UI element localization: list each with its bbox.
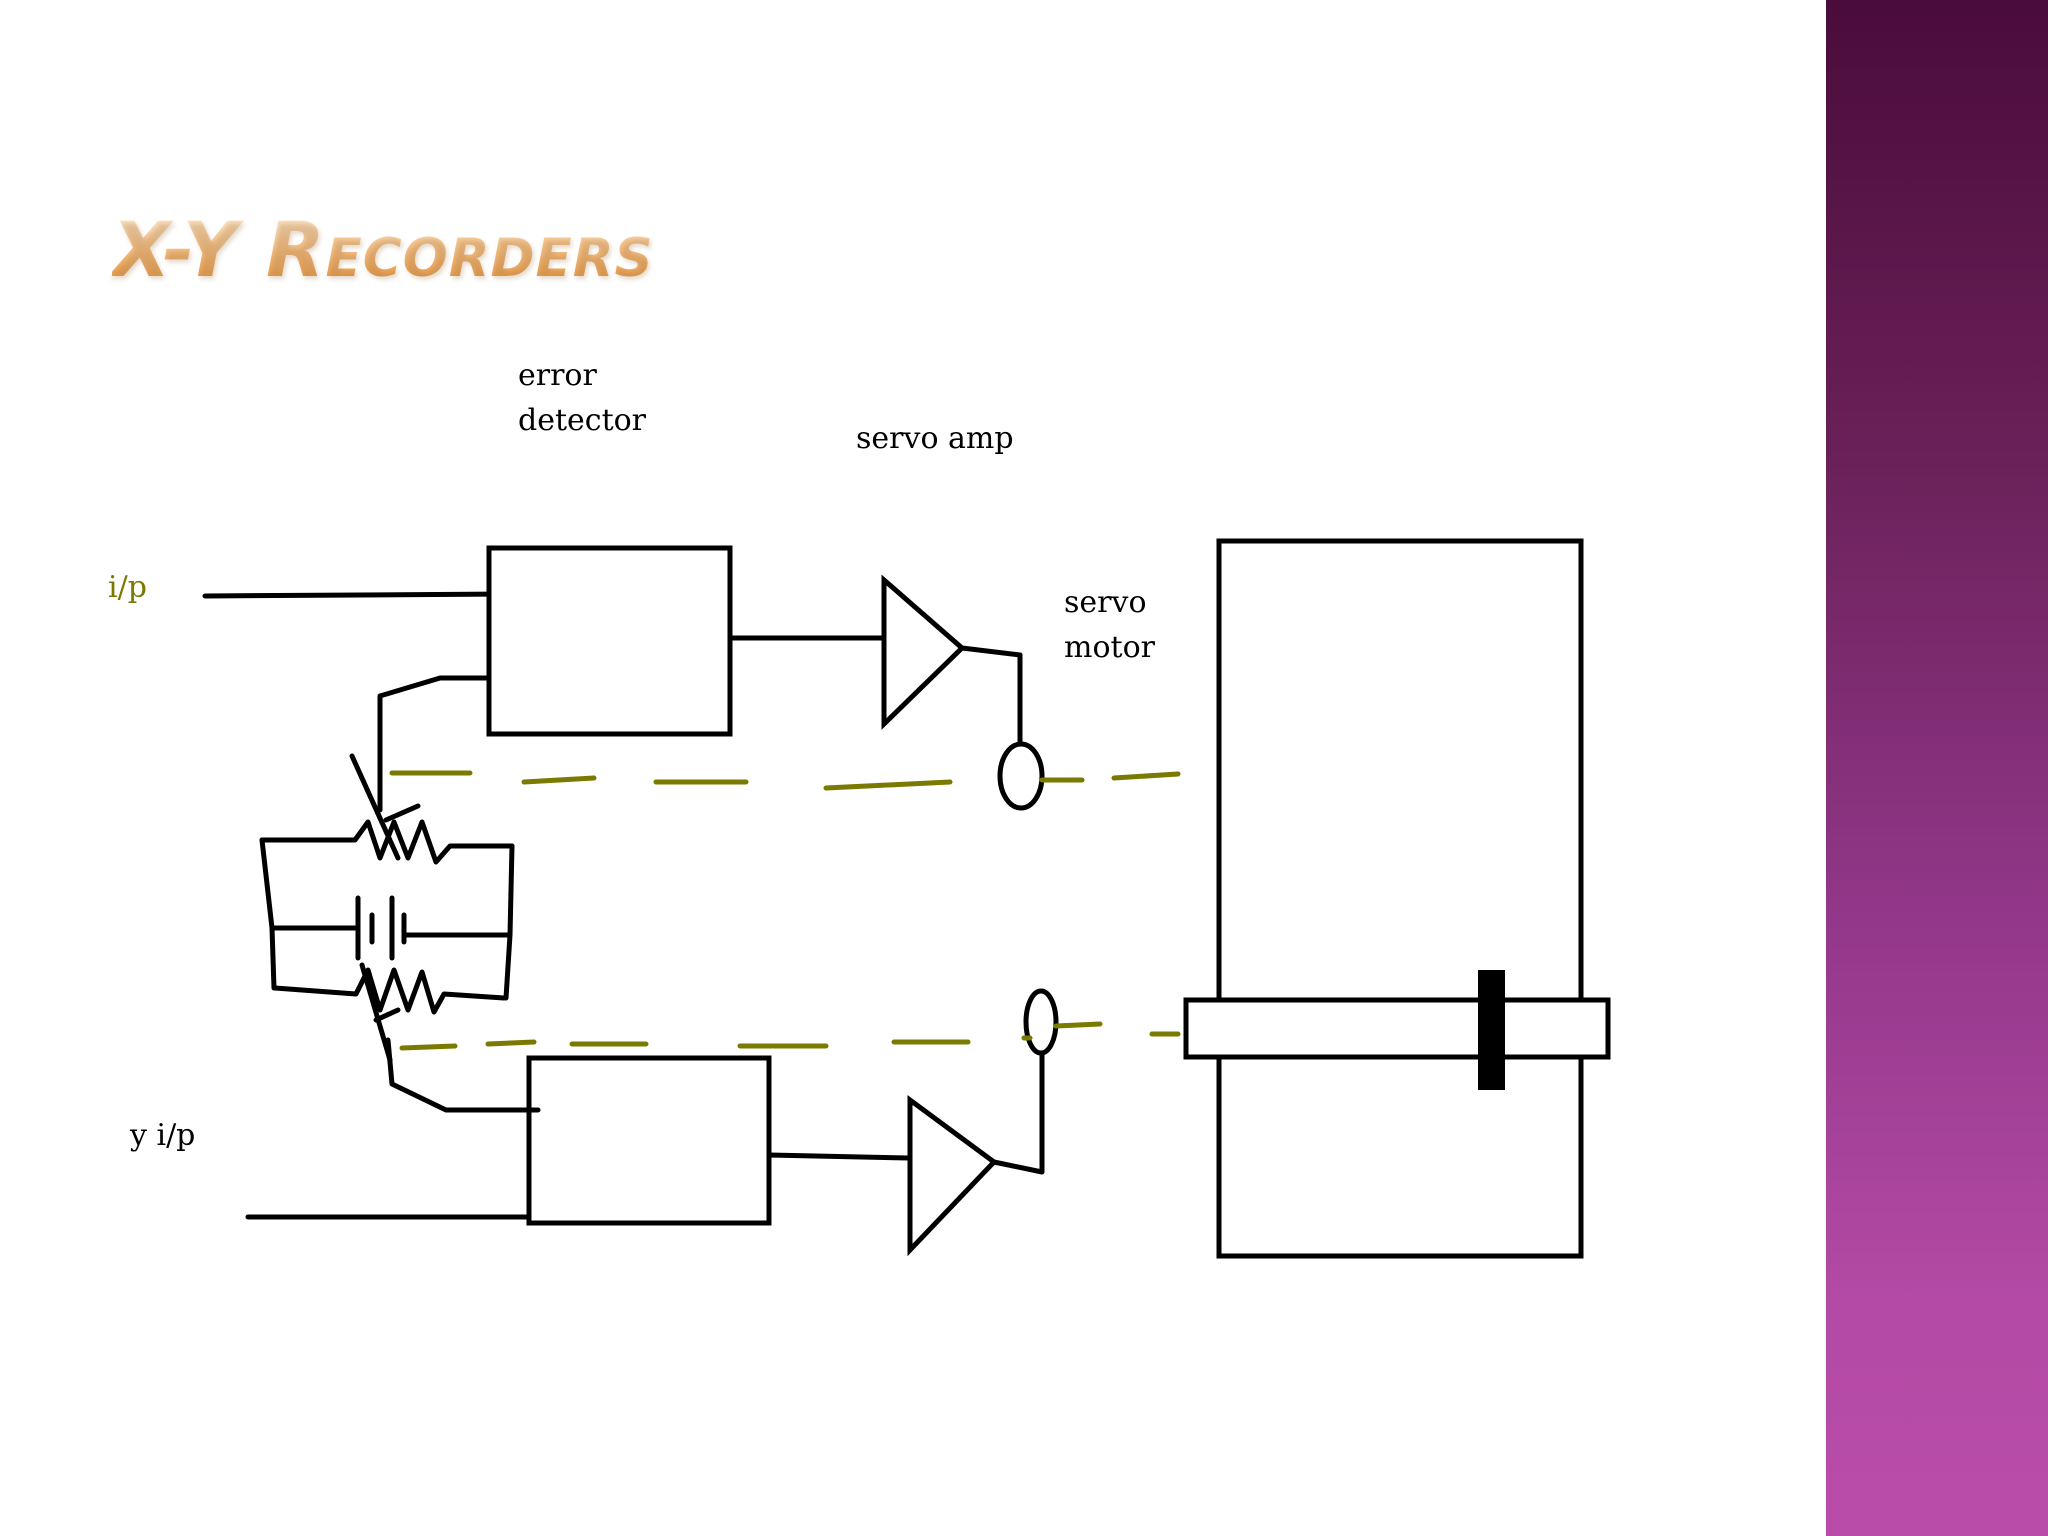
reference-bridge-network	[259, 753, 515, 1063]
decorative-side-band	[1826, 0, 2048, 1536]
y-error-detector-block	[526, 1055, 772, 1226]
x-input-wire	[202, 591, 515, 599]
bridge-right-rail	[503, 843, 515, 1001]
x-linkage-dash	[1111, 771, 1181, 781]
x-feedback-wire	[377, 675, 489, 813]
error-detector-label-line1: error	[518, 358, 597, 393]
y-wiper-arrow	[359, 962, 393, 1063]
x-error-detector-block	[486, 545, 733, 737]
recorder-pen	[1478, 970, 1505, 1090]
y-linkage-dash	[399, 1043, 458, 1051]
recorder-carriage-arm	[1183, 997, 1611, 1060]
bridge-left-rail	[259, 837, 277, 991]
servo-amp-label: servo amp	[856, 421, 1014, 456]
x-wiper-arrow	[349, 753, 401, 861]
y-detector-to-amp-wire	[766, 1152, 911, 1161]
error-detector-label-line2: detector	[518, 403, 647, 438]
x-amp-to-motor-wire	[959, 645, 1023, 745]
xy-recorder-diagram: error detector servo amp i/p servo motor…	[108, 358, 1611, 1259]
slide-title: X-Y Recorders	[112, 205, 654, 294]
x-servo-motor	[997, 741, 1045, 811]
y-input-label: y i/p	[129, 1118, 195, 1153]
y-linkage-dash	[485, 1039, 537, 1047]
y-feedback-wire	[385, 1037, 541, 1113]
x-input-label: i/p	[108, 570, 147, 605]
recorder-chart-table	[1216, 538, 1584, 1259]
y-servo-amp	[907, 1095, 998, 1257]
x-wiper-tick	[383, 803, 421, 823]
servo-motor-label-line1: servo	[1064, 585, 1147, 620]
y-servo-motor	[1023, 988, 1059, 1056]
y-amp-to-motor-wire	[991, 1052, 1045, 1175]
y-wiper-tick	[373, 1007, 401, 1023]
y-potentiometer-resistor	[272, 967, 507, 1015]
x-potentiometer-resistor	[259, 819, 515, 865]
x-servo-amp	[881, 574, 966, 730]
x-linkage-dash	[823, 779, 953, 791]
x-linkage-dash	[521, 775, 597, 785]
y-linkage-dash	[1053, 1021, 1103, 1029]
servo-motor-label-line2: motor	[1064, 630, 1156, 665]
